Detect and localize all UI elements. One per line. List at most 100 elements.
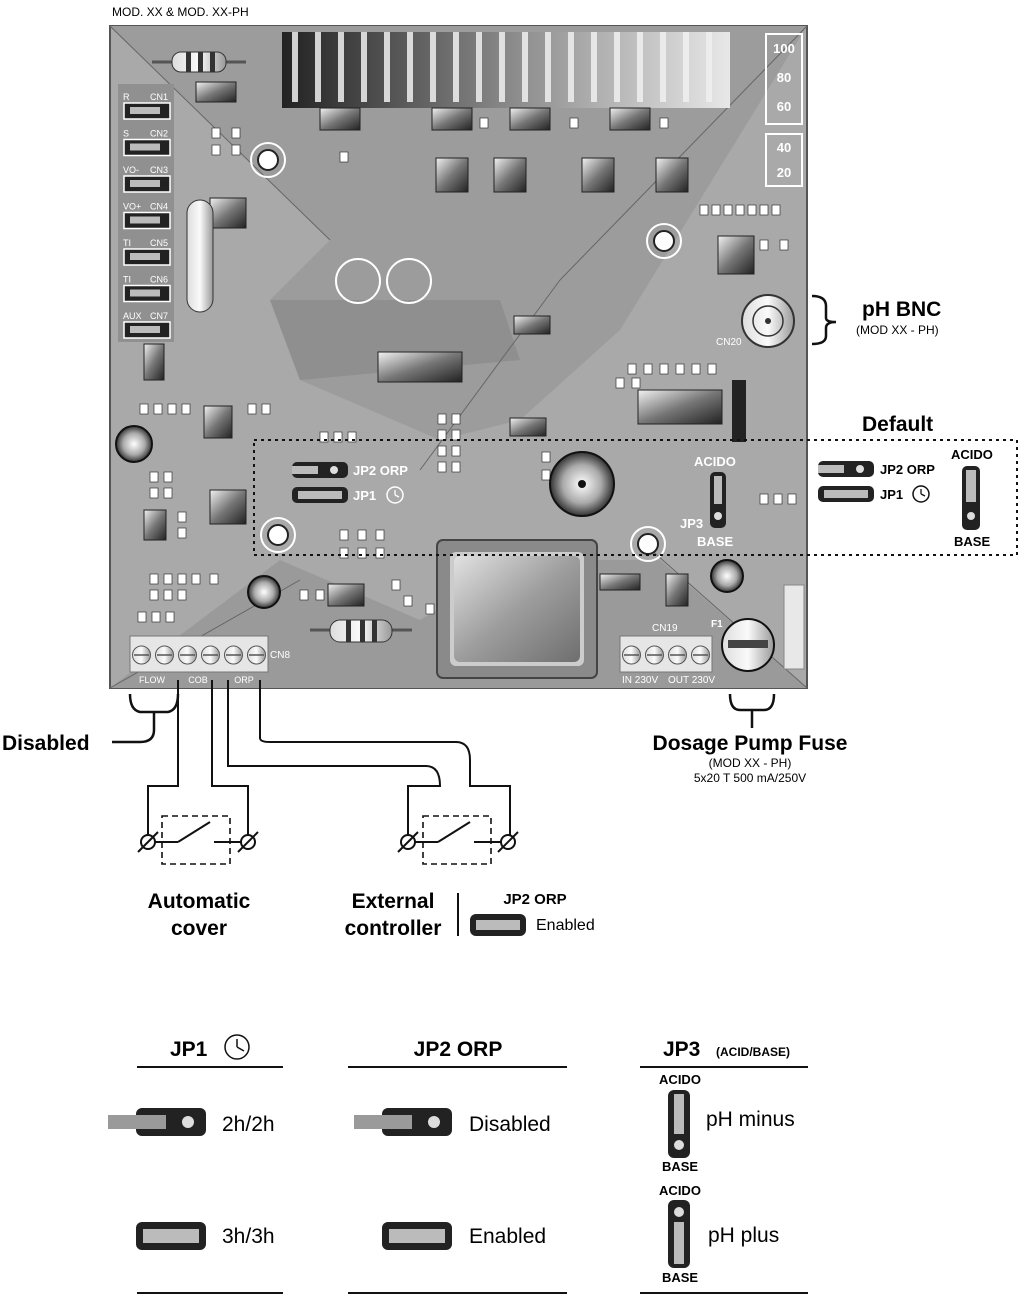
- fuse-callout: Dosage Pump Fuse (MOD XX - PH) 5x20 T 50…: [653, 693, 848, 785]
- scale-box-bottom: 40 20: [765, 133, 803, 187]
- automatic-cover-line1: Automatic: [148, 890, 251, 913]
- smd-part: [747, 204, 757, 216]
- legend-jp1-row1: 2h/2h: [222, 1113, 275, 1136]
- board-acido-label: ACIDO: [694, 454, 736, 469]
- trimmer-left: [115, 425, 153, 463]
- disabled-callout: Disabled: [2, 693, 180, 755]
- connector-label: TI: [123, 238, 131, 248]
- transistor: [665, 573, 689, 607]
- ic-chip: [493, 157, 527, 193]
- smd-part: [247, 403, 257, 415]
- connector-id: CN3: [150, 165, 168, 175]
- smd-part: [451, 445, 461, 457]
- mount-hole: [260, 517, 296, 553]
- ph-bnc-sub: (MOD XX - PH): [856, 323, 939, 337]
- terminal-label: ORP: [234, 675, 254, 685]
- ic-chip: [435, 157, 469, 193]
- terminal-block-cn19: [619, 635, 713, 673]
- connector-label: TI: [123, 275, 131, 285]
- smd-part: [209, 573, 219, 585]
- connector-id: CN1: [150, 92, 168, 102]
- cn19-in-label: IN 230V: [622, 675, 658, 686]
- smd-part: [163, 589, 173, 601]
- jp2-enabled-jumper: [470, 914, 526, 936]
- smd-part: [137, 611, 147, 623]
- terminal-block-cn8: [129, 635, 269, 673]
- connector-label: S: [123, 129, 129, 139]
- smd-part: [615, 377, 625, 389]
- board-jp3-label: JP3: [680, 516, 703, 531]
- board-jp1: JP1: [292, 486, 404, 504]
- smd-part: [211, 127, 221, 139]
- smd-part: [149, 589, 159, 601]
- scale-80: 80: [777, 70, 791, 85]
- smd-part: [691, 363, 701, 375]
- fuse-spec: 5x20 T 500 mA/250V: [694, 771, 806, 785]
- legend-jp3-base-2: BASE: [662, 1270, 698, 1285]
- smd-part: [659, 117, 669, 129]
- board-jp2: JP2 ORP: [292, 462, 408, 478]
- ic-chip: [203, 405, 233, 439]
- legend-jp2-row2: Enabled: [469, 1225, 546, 1248]
- external-controller-line2: controller: [345, 917, 442, 940]
- clock-icon: [912, 485, 930, 503]
- smd-part: [149, 573, 159, 585]
- smd-part: [771, 204, 781, 216]
- terminal-label: FLOW: [139, 675, 166, 685]
- legend-jp1: JP1 2h/2h 3h/3h: [108, 1034, 283, 1294]
- smd-part: [541, 451, 551, 463]
- smd-part: [391, 579, 401, 591]
- legend-jp2-row1: Disabled: [469, 1113, 551, 1136]
- fuse-title: Dosage Pump Fuse: [653, 732, 848, 755]
- scale-20: 20: [777, 165, 791, 180]
- transformer: [436, 539, 598, 679]
- default-jp1-label: JP1: [880, 487, 903, 502]
- ic-large: [377, 351, 746, 442]
- smd-part: [177, 527, 187, 539]
- connector-label: R: [123, 92, 130, 102]
- smd-part: [773, 493, 783, 505]
- mount-hole: [250, 142, 286, 178]
- smd-part: [319, 431, 329, 443]
- f1-label: F1: [711, 619, 723, 630]
- smd-part: [759, 204, 769, 216]
- smd-part: [339, 529, 349, 541]
- smd-part: [659, 363, 669, 375]
- smd-part: [403, 595, 413, 607]
- connector-label: AUX: [123, 311, 142, 321]
- smd-part: [437, 429, 447, 441]
- connector-id: CN6: [150, 275, 168, 285]
- smd-part: [437, 413, 447, 425]
- transistor: [513, 315, 551, 335]
- smd-part: [177, 511, 187, 523]
- jp2-enabled-title: JP2 ORP: [503, 891, 566, 908]
- default-base-label: BASE: [954, 534, 990, 549]
- smd-part: [569, 117, 579, 129]
- connector-id: CN7: [150, 311, 168, 321]
- smd-part: [699, 204, 709, 216]
- terminal-label: COB: [188, 675, 208, 685]
- smd-part: [163, 487, 173, 499]
- smd-part: [139, 403, 149, 415]
- default-title: Default: [862, 413, 933, 436]
- trimmer-bottom: [247, 575, 281, 609]
- fuse-holder: F1: [711, 584, 805, 672]
- smd-part: [191, 573, 201, 585]
- smd-part: [375, 529, 385, 541]
- bnc-connector: CN20: [716, 294, 795, 348]
- smd-part: [437, 461, 447, 473]
- legend-jp3-subtitle: (ACID/BASE): [716, 1045, 790, 1059]
- board-jp3: ACIDO JP3 BASE: [680, 454, 736, 549]
- legend-jp3-row2: pH plus: [708, 1224, 779, 1247]
- ic-chip: [655, 157, 689, 193]
- smd-part: [231, 127, 241, 139]
- connector-cn7: AUX CN7: [123, 311, 171, 339]
- crystal-bar: [186, 199, 214, 313]
- cn8-label: CN8: [270, 650, 290, 661]
- ic-chip: [209, 489, 247, 525]
- smd-part: [211, 144, 221, 156]
- connector-label: VO-: [123, 165, 139, 175]
- jumper-zone: [253, 439, 1018, 556]
- cn19-label: CN19: [652, 623, 678, 634]
